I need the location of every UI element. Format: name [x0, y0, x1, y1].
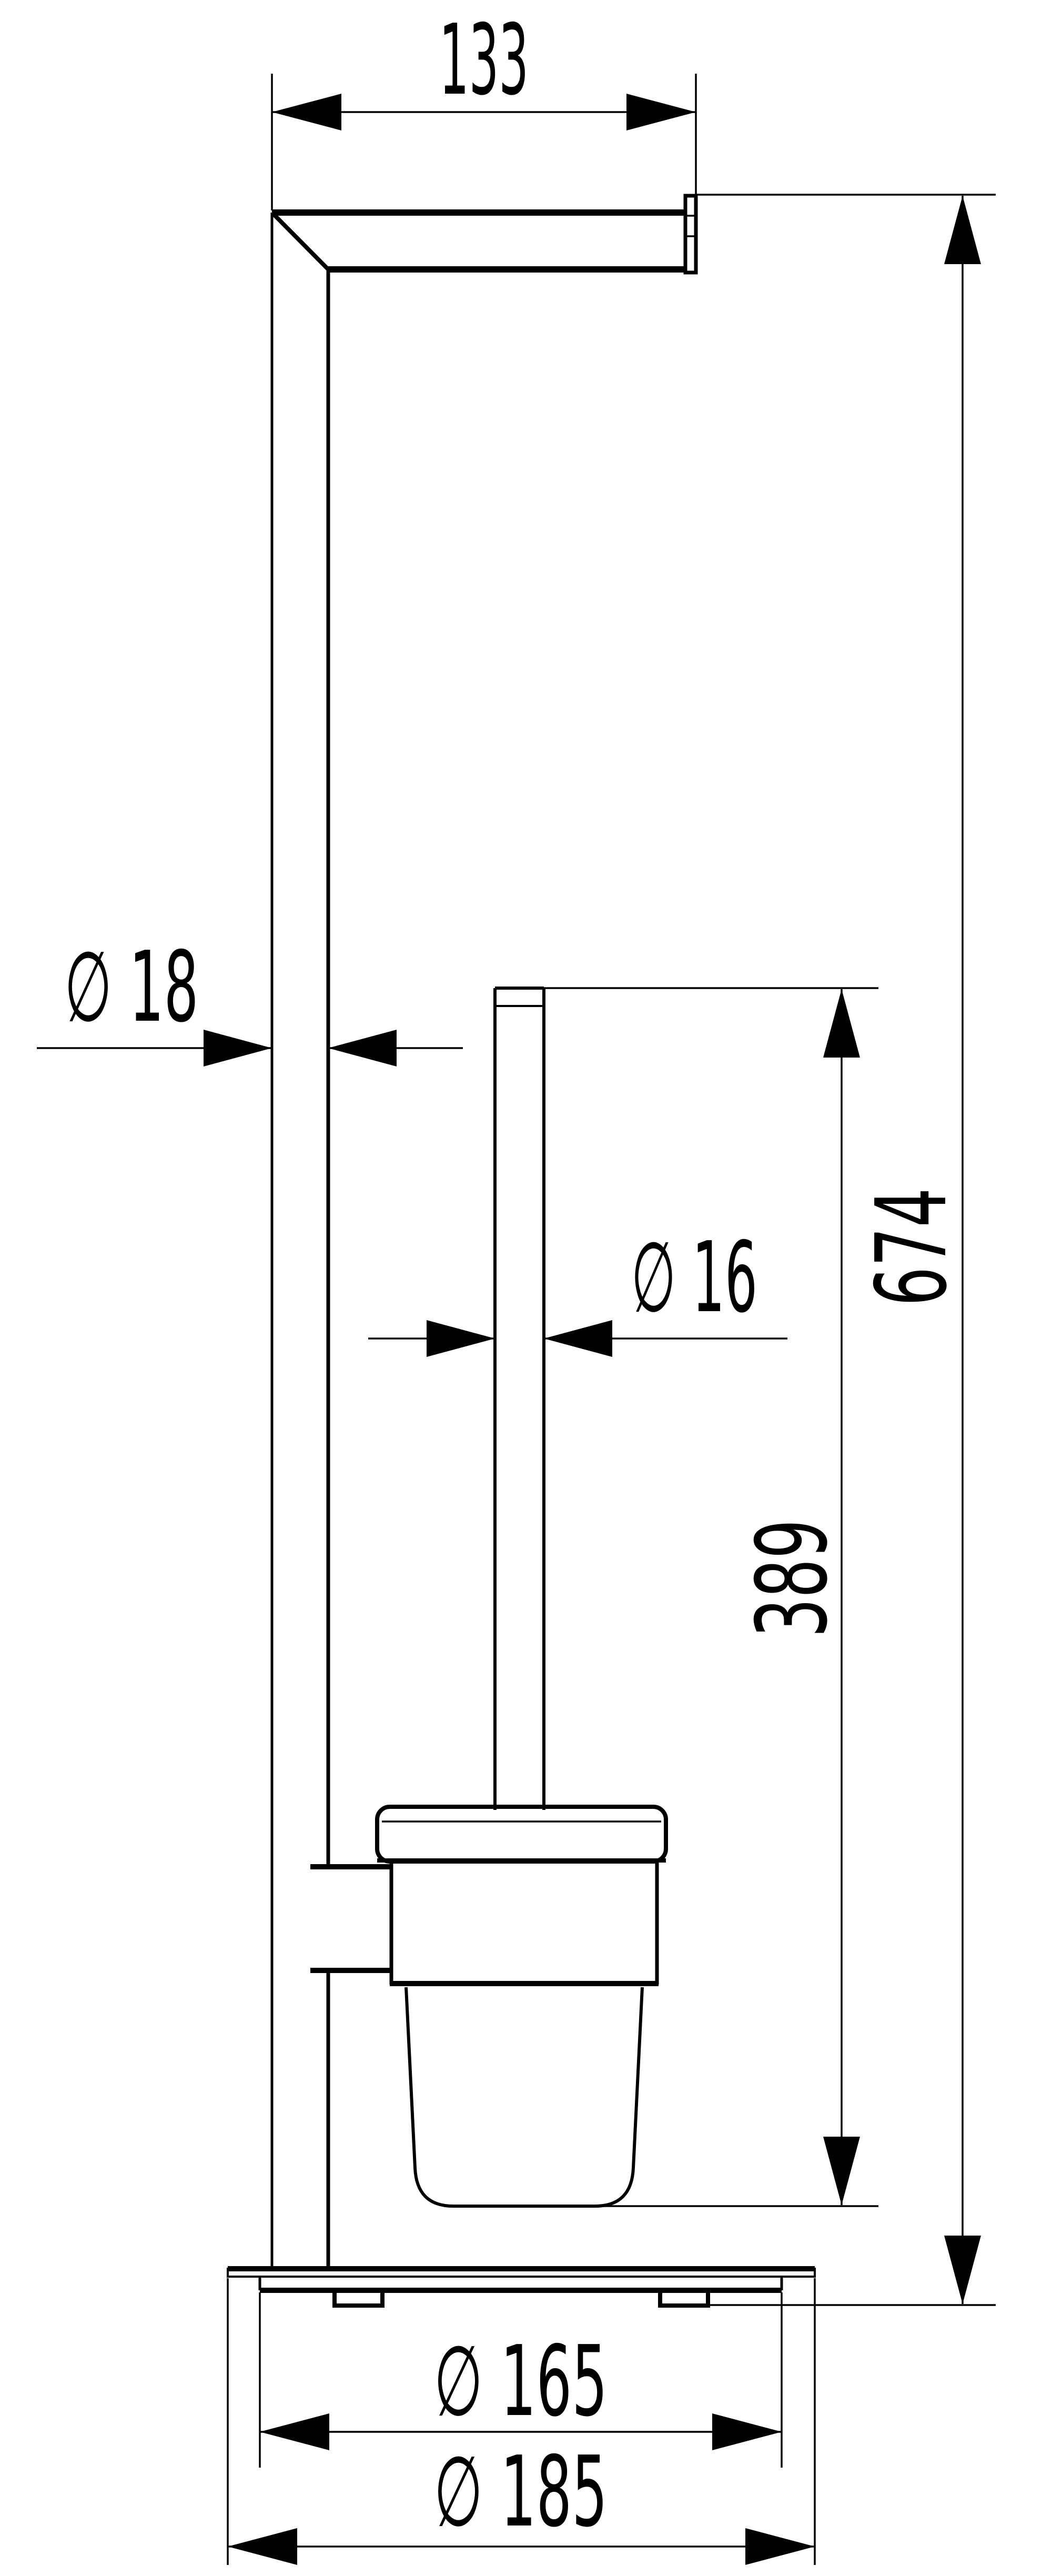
dimension-brush-section-height: 389	[544, 987, 878, 2207]
dimension-base-upper-diameter: ∅ 165	[259, 2292, 783, 2468]
arrowhead-left	[427, 1320, 495, 1357]
dimension-label-base-outer-diameter: ∅ 185	[434, 2435, 608, 2549]
dimension-handle-diameter: ∅ 16	[368, 1221, 787, 1357]
dimension-label-brush-section-height: 389	[735, 1520, 849, 1638]
dimension-overall-height: 674	[696, 194, 996, 2306]
arrowhead-left	[272, 94, 341, 130]
brush-holder-ring	[389, 1863, 659, 1986]
brush-cup	[404, 1987, 644, 2208]
arrowhead-bottom	[944, 2236, 981, 2304]
arrowhead-right	[745, 2528, 815, 2565]
arrowhead-left	[260, 2413, 329, 2450]
paper-holder-arm	[270, 194, 698, 275]
dimension-label-post-diameter: ∅ 18	[65, 930, 199, 1044]
arrowhead-left	[204, 1030, 272, 1066]
base-foot-left	[332, 2290, 385, 2308]
arm-end-plate	[683, 194, 698, 275]
arrowhead-left	[228, 2528, 297, 2565]
lid-outline	[375, 1805, 668, 1864]
dimension-annotations: 133 ∅ 18 ∅ 16 674	[37, 3, 996, 2565]
dimension-post-diameter: ∅ 18	[37, 930, 463, 1066]
arrowhead-right	[626, 94, 696, 130]
arrowhead-right	[328, 1030, 397, 1066]
arrowhead-bottom	[823, 2137, 860, 2205]
arrowhead-right	[712, 2413, 782, 2450]
dimension-label-overall-height: 674	[855, 1188, 968, 1306]
dimension-base-outer-diameter: ∅ 185	[227, 2278, 816, 2565]
base-foot-right	[658, 2290, 710, 2308]
dimension-arm-length: 133	[271, 3, 697, 210]
bracket-body	[311, 1869, 391, 1968]
product-outline	[227, 194, 816, 2308]
arrowhead-right	[544, 1320, 612, 1357]
dimension-label-arm-length: 133	[439, 3, 529, 117]
arm-corner-diagonal	[270, 211, 330, 271]
dimension-label-base-upper-diameter: ∅ 165	[434, 2325, 608, 2438]
brush-handle	[493, 987, 545, 1810]
base	[227, 2266, 816, 2308]
arrowhead-top	[823, 989, 860, 1058]
dimension-label-handle-diameter: ∅ 16	[631, 1221, 757, 1334]
arrowhead-top	[944, 196, 981, 264]
brush-holder-lid	[375, 1805, 668, 1864]
mounting-bracket	[310, 1864, 392, 1973]
